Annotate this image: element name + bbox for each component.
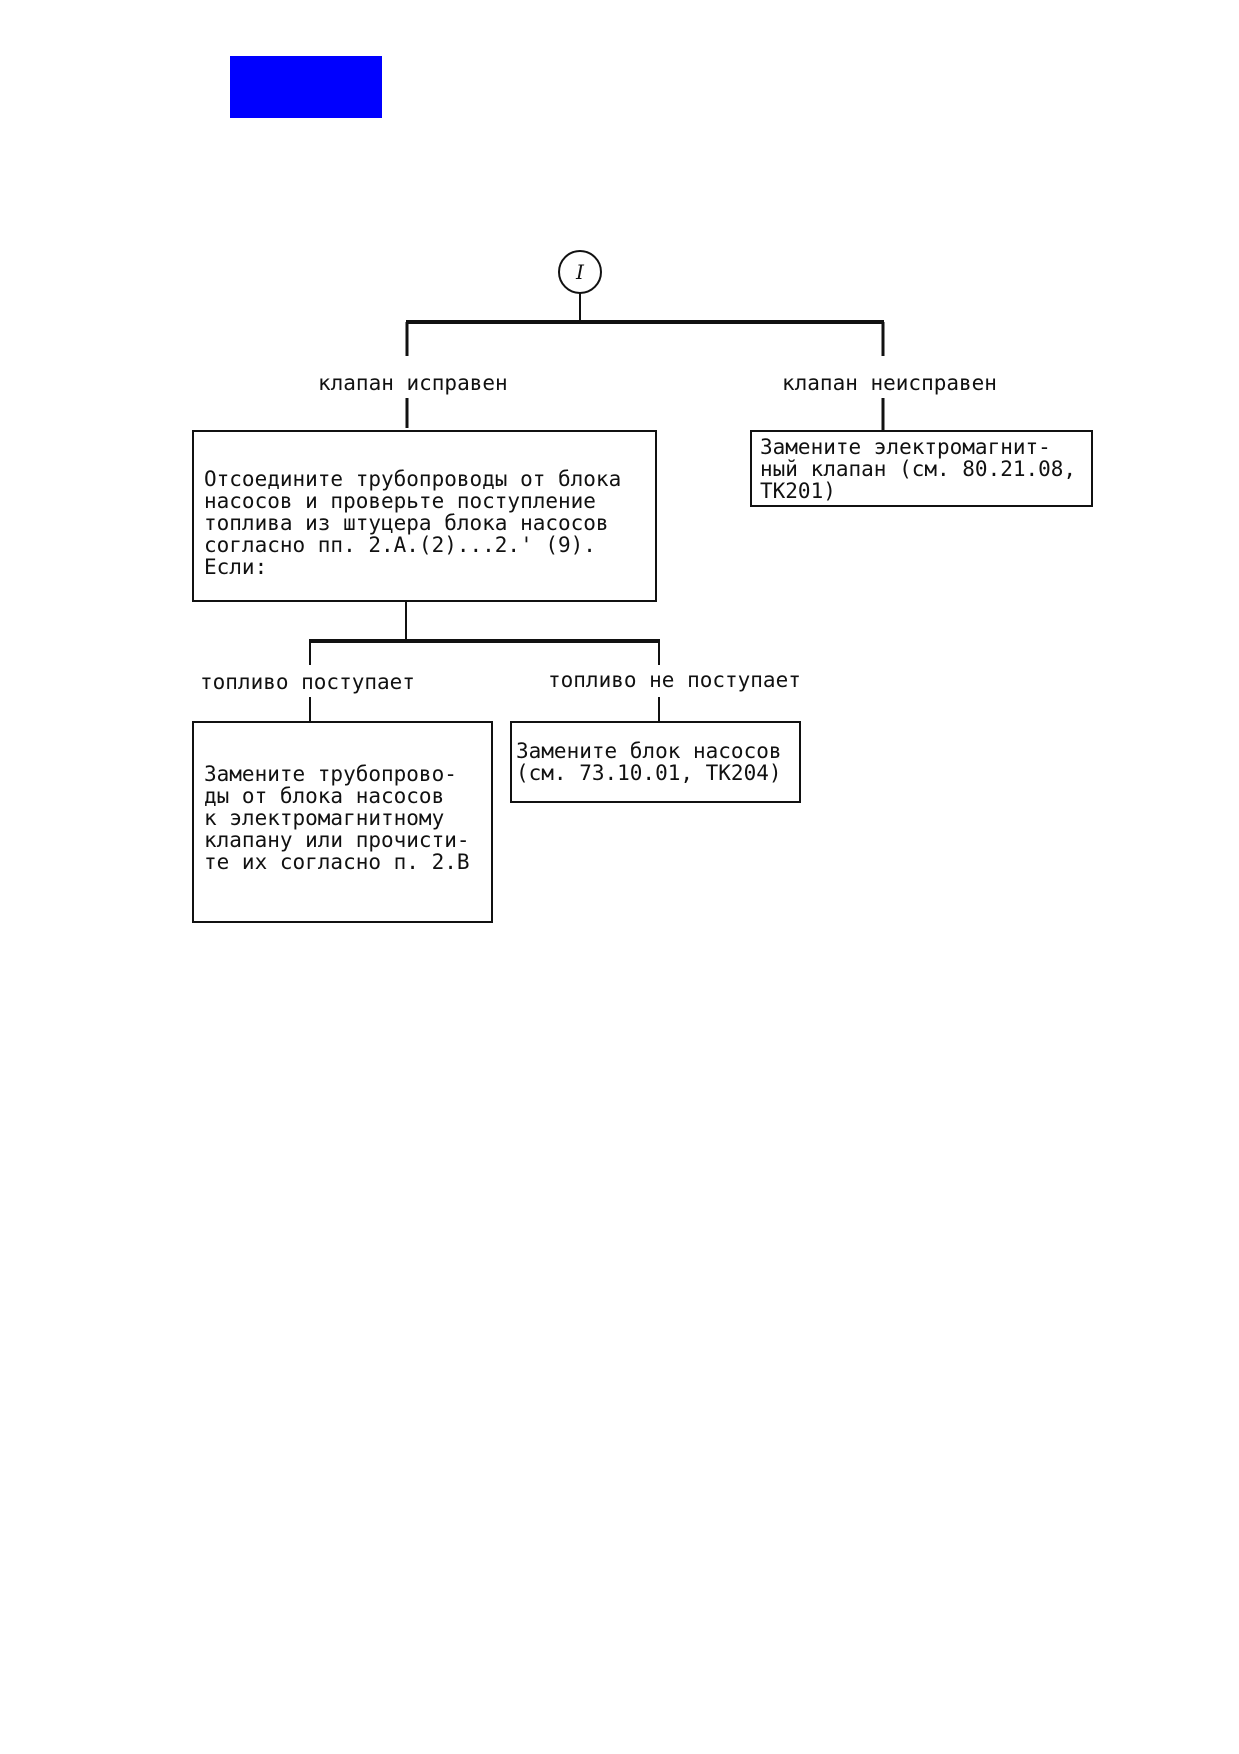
replace-pump-box: Замените блок насосов (см. 73.10.01, ТК2… [510, 721, 801, 803]
replace-pipes-text: Замените трубопрово- ды от блока насосов… [204, 762, 470, 874]
disconnect-check-text: Отсоедините трубопроводы от блока насосо… [204, 467, 622, 579]
branch-label-valve-faulty: клапан неисправен [782, 371, 997, 395]
branch-label-valve-ok: клапан исправен [318, 371, 508, 395]
replace-pipes-box: Замените трубопрово- ды от блока насосов… [192, 721, 493, 923]
replace-valve-box: Замените электромагнит- ный клапан (см. … [750, 430, 1093, 507]
replace-pump-text: Замените блок насосов (см. 73.10.01, ТК2… [516, 739, 782, 785]
replace-valve-text: Замените электромагнит- ный клапан (см. … [760, 435, 1077, 503]
branch-label-fuel-flows: топливо поступает [200, 670, 415, 694]
blue-marker-block [230, 56, 382, 118]
branch-label-fuel-no-flow: топливо не поступает [548, 668, 801, 692]
disconnect-check-box: Отсоедините трубопроводы от блока насосо… [192, 430, 657, 602]
connector-number: I [576, 260, 584, 284]
